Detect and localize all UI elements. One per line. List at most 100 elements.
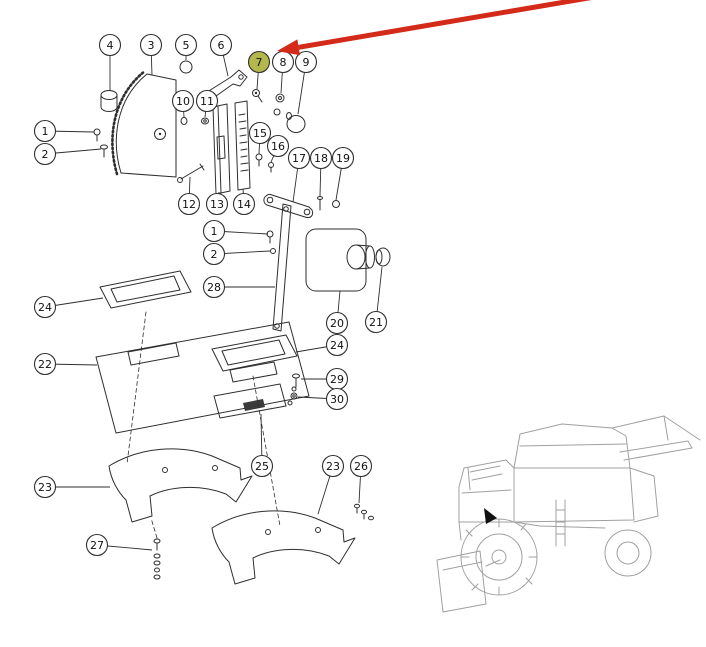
callout-23[interactable]: 23 bbox=[33, 475, 111, 499]
callout-circle-17[interactable] bbox=[287, 146, 311, 170]
part-22-base-plate bbox=[95, 321, 310, 434]
callout-27[interactable]: 27 bbox=[85, 533, 153, 557]
part-10-11-washers bbox=[180, 117, 209, 125]
callout-9[interactable]: 9 bbox=[294, 50, 318, 115]
callout-30[interactable]: 30 bbox=[297, 387, 349, 411]
callout-14[interactable]: 14 bbox=[232, 188, 256, 216]
callout-number: 23 bbox=[326, 460, 340, 473]
callout-17[interactable]: 17 bbox=[287, 146, 311, 203]
callout-13[interactable]: 13 bbox=[205, 191, 229, 216]
callout-number: 2 bbox=[42, 148, 49, 161]
part-29-30-screw-washer bbox=[290, 373, 300, 400]
callout-24[interactable]: 24 bbox=[33, 295, 104, 319]
callout-circle-27[interactable] bbox=[85, 533, 109, 557]
callout-circle-10[interactable] bbox=[171, 89, 195, 113]
callout-circle-22[interactable] bbox=[33, 352, 57, 376]
callout-circle-24[interactable] bbox=[33, 295, 57, 319]
callout-number: 16 bbox=[271, 140, 285, 153]
callout-number: 24 bbox=[38, 301, 52, 314]
callout-18[interactable]: 18 bbox=[309, 146, 333, 197]
callout-23[interactable]: 23 bbox=[317, 454, 345, 515]
callout-circle-26[interactable] bbox=[349, 454, 373, 478]
callout-circle-18[interactable] bbox=[309, 146, 333, 170]
callout-29[interactable]: 29 bbox=[301, 367, 349, 391]
callout-circle-19[interactable] bbox=[331, 146, 355, 170]
callout-circle-20[interactable] bbox=[325, 311, 349, 335]
part-26-screws bbox=[354, 503, 374, 521]
callout-6[interactable]: 6 bbox=[209, 33, 233, 77]
callout-5[interactable]: 5 bbox=[174, 33, 198, 61]
callout-circle-21[interactable] bbox=[364, 310, 388, 334]
callout-2[interactable]: 2 bbox=[33, 142, 102, 166]
callout-circle-11[interactable] bbox=[195, 89, 219, 113]
callout-2[interactable]: 2 bbox=[202, 242, 271, 266]
assembly-axis-lines bbox=[126, 311, 281, 539]
callout-number: 28 bbox=[207, 281, 221, 294]
callout-28[interactable]: 28 bbox=[202, 275, 276, 299]
callout-25[interactable]: 25 bbox=[250, 413, 274, 478]
part-8-washer bbox=[273, 93, 285, 116]
part-17-link bbox=[263, 193, 314, 218]
callout-circle-14[interactable] bbox=[232, 192, 256, 216]
callout-number: 6 bbox=[218, 39, 225, 52]
callout-21[interactable]: 21 bbox=[364, 266, 388, 334]
callout-number: 27 bbox=[90, 539, 104, 552]
part-24-bottom-frame bbox=[211, 334, 298, 372]
callout-circle-23[interactable] bbox=[321, 454, 345, 478]
callout-circle-30[interactable] bbox=[325, 387, 349, 411]
callout-circle-24[interactable] bbox=[325, 333, 349, 357]
callout-26[interactable]: 26 bbox=[349, 454, 373, 504]
callout-circle-16[interactable] bbox=[266, 134, 290, 158]
part-19-clip bbox=[332, 200, 340, 208]
callout-circle-25[interactable] bbox=[250, 454, 274, 478]
callout-number: 22 bbox=[38, 358, 52, 371]
callout-circle-13[interactable] bbox=[205, 192, 229, 216]
callout-circle-12[interactable] bbox=[177, 192, 201, 216]
callout-circle-28[interactable] bbox=[202, 275, 226, 299]
part-1-2-left-screws bbox=[93, 128, 108, 158]
callout-circle-15[interactable] bbox=[248, 121, 272, 145]
callout-4[interactable]: 4 bbox=[98, 33, 122, 92]
callout-circle-2[interactable] bbox=[33, 142, 57, 166]
callout-circle-9[interactable] bbox=[294, 50, 318, 74]
exploded-parts-line-art bbox=[93, 60, 391, 585]
callout-number: 1 bbox=[211, 225, 218, 238]
callout-19[interactable]: 19 bbox=[331, 146, 355, 201]
part-13-channel bbox=[212, 103, 231, 195]
callout-3[interactable]: 3 bbox=[139, 33, 163, 76]
callout-circle-1[interactable] bbox=[33, 119, 57, 143]
callout-20[interactable]: 20 bbox=[325, 290, 349, 335]
callout-24[interactable]: 24 bbox=[295, 333, 349, 357]
callout-number: 21 bbox=[369, 316, 383, 329]
callout-15[interactable]: 15 bbox=[248, 121, 272, 155]
part-9-knob bbox=[286, 112, 306, 133]
callout-number: 19 bbox=[336, 152, 350, 165]
callout-circle-2[interactable] bbox=[202, 242, 226, 266]
callout-8[interactable]: 8 bbox=[271, 50, 295, 94]
callout-1[interactable]: 1 bbox=[33, 119, 95, 143]
callout-number: 26 bbox=[354, 460, 368, 473]
callout-10[interactable]: 10 bbox=[171, 89, 195, 118]
callout-number: 9 bbox=[303, 56, 310, 69]
callout-circle-4[interactable] bbox=[98, 33, 122, 57]
callout-circle-6[interactable] bbox=[209, 33, 233, 57]
callout-circle-3[interactable] bbox=[139, 33, 163, 57]
callout-11[interactable]: 11 bbox=[195, 89, 219, 118]
red-arrow-line bbox=[298, 0, 592, 50]
location-marker-icon bbox=[484, 508, 497, 524]
callout-number: 13 bbox=[210, 198, 224, 211]
callout-circle-7[interactable] bbox=[247, 50, 271, 74]
callout-number: 17 bbox=[292, 152, 306, 165]
callout-1[interactable]: 1 bbox=[202, 219, 269, 243]
callout-number: 11 bbox=[200, 95, 214, 108]
callout-circle-23[interactable] bbox=[33, 475, 57, 499]
callout-22[interactable]: 22 bbox=[33, 352, 98, 376]
callout-circle-5[interactable] bbox=[174, 33, 198, 57]
callout-circle-1[interactable] bbox=[202, 219, 226, 243]
callout-number: 4 bbox=[107, 39, 114, 52]
callout-12[interactable]: 12 bbox=[177, 176, 201, 216]
callout-7[interactable]: 7 bbox=[247, 50, 271, 90]
callout-16[interactable]: 16 bbox=[266, 134, 290, 163]
